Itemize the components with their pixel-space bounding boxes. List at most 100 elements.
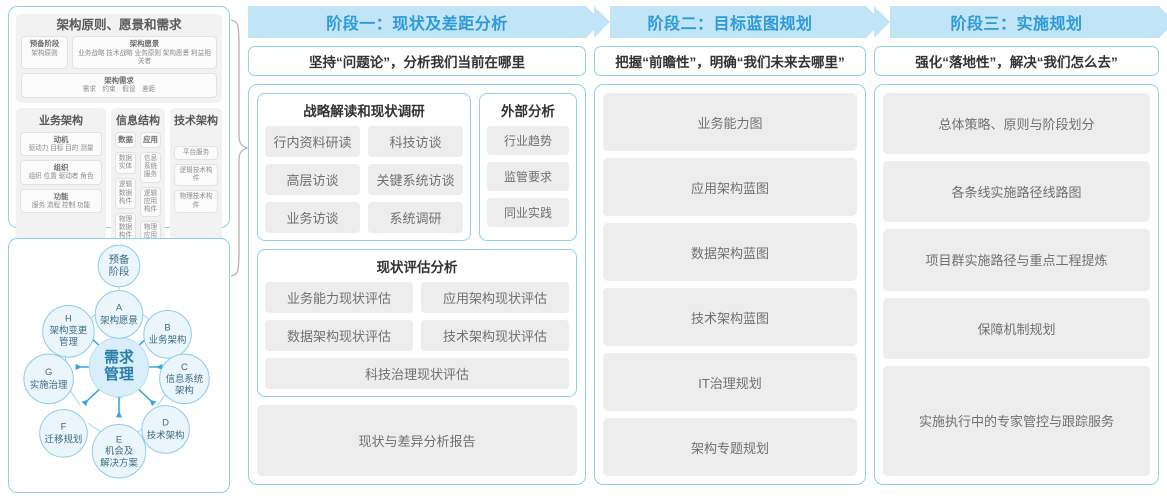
- strategy-survey-title: 战略解读和现状调研: [303, 104, 425, 119]
- pillar-title: 信息结构: [116, 114, 160, 127]
- blueprint-item[interactable]: 应用架构蓝图: [603, 158, 857, 216]
- blueprint-item[interactable]: 业务能力图: [603, 93, 857, 151]
- cell-title: 组织: [53, 163, 69, 173]
- phase-column-1: 阶段一：现状及差距分析 坚持“问题论”，分析我们当前在哪里 战略解读和现状调研 …: [248, 6, 602, 493]
- adm-node-H-label-2: 管理: [59, 336, 78, 347]
- survey-item[interactable]: 关键系统访谈: [368, 164, 463, 195]
- implementation-item[interactable]: 实施执行中的专家管控与跟踪服务: [883, 365, 1150, 477]
- adm-node-E-label-2: 解决方案: [100, 457, 138, 468]
- assessment-title: 现状评估分析: [376, 260, 458, 275]
- phase-1-body: 战略解读和现状调研 行内资料研读 高层访谈 业务访谈 科技访谈 关键系统访谈 系…: [248, 84, 586, 485]
- cell-title: 架构需求: [104, 76, 134, 86]
- cell-items: 需求 约束 假设 差距: [82, 86, 156, 94]
- pillar-title: 技术架构: [174, 114, 218, 127]
- cell-physical-technology-component: 物理技术构件: [174, 190, 218, 213]
- adm-node-G-label: 实施治理: [30, 379, 68, 390]
- survey-item[interactable]: 高层访谈: [265, 164, 360, 195]
- blueprint-item[interactable]: IT治理规划: [603, 353, 857, 411]
- architecture-principles-title: 架构原则、愿景和需求: [56, 18, 182, 32]
- implementation-item[interactable]: 保障机制规划: [883, 297, 1150, 359]
- adm-node-F-label: 迁移规划: [45, 433, 83, 444]
- assessment-item[interactable]: 数据架构现状评估: [265, 320, 413, 351]
- phase-3-body: 总体策略、原则与阶段划分 各条线实施路径线路图 项目群实施路径与重点工程提炼 保…: [874, 84, 1159, 485]
- adm-node-D-key: D: [162, 416, 169, 427]
- phase-3-banner: 阶段三：实施规划: [874, 6, 1167, 38]
- cell-items: 驱动力 目标 目的 测量: [28, 144, 94, 152]
- adm-center-label-1: 需求: [104, 348, 134, 366]
- cell-function: 功能 服务 流程 控制 功能: [20, 188, 102, 214]
- implementation-item[interactable]: 总体策略、原则与阶段划分: [883, 93, 1150, 155]
- cell-application-header: 应用: [140, 131, 161, 148]
- cell-logical-data-component: 逻辑数据构件: [115, 178, 136, 209]
- implementation-item[interactable]: 项目群实施路径与重点工程提炼: [883, 229, 1150, 291]
- cell-title: 预备阶段: [29, 39, 60, 49]
- phase-2-subtitle: 把握“前瞻性”，明确“我们未来去哪里”: [594, 46, 866, 76]
- cell-architecture-requirements: 架构需求 需求 约束 假设 差距: [21, 73, 217, 98]
- cell-title: 应用: [143, 134, 158, 144]
- assessment-item-full[interactable]: 科技治理现状评估: [265, 358, 569, 389]
- external-item[interactable]: 行业趋势: [487, 126, 569, 155]
- adm-node-H-label-1: 架构变更: [50, 324, 88, 335]
- cell-items: 服务 流程 控制 功能: [31, 201, 91, 209]
- cell-organization: 组织 组织 位置 驱动者 角色: [20, 160, 102, 185]
- adm-node-E-key: E: [116, 433, 122, 444]
- pillar-title: 业务架构: [39, 114, 83, 127]
- external-item[interactable]: 监管要求: [487, 162, 569, 191]
- adm-cycle-diagram: 需求 管理 预备 阶段 A 架构愿景 B 业务架构 C 信息系统 架构 D 技术…: [23, 244, 210, 479]
- strategy-survey-box: 战略解读和现状调研 行内资料研读 高层访谈 业务访谈 科技访谈 关键系统访谈 系…: [257, 93, 471, 241]
- adm-preliminary-1: 预备: [109, 253, 130, 266]
- assessment-item[interactable]: 业务能力现状评估: [265, 282, 413, 313]
- implementation-item[interactable]: 各条线实施路径线路图: [883, 161, 1150, 223]
- phase-1-banner: 阶段一：现状及差距分析: [248, 6, 602, 38]
- blueprint-item[interactable]: 技术架构蓝图: [603, 288, 857, 346]
- togaf-framework-card: 架构原则、愿景和需求 预备阶段 架构原则 架构愿景 业务战略 技术战略 业务原则…: [8, 6, 230, 304]
- gap-analysis-report[interactable]: 现状与差异分析报告: [257, 405, 577, 476]
- assessment-item[interactable]: 技术架构现状评估: [421, 320, 569, 351]
- adm-node-B-key: B: [164, 321, 170, 332]
- assessment-item[interactable]: 应用架构现状评估: [421, 282, 569, 313]
- adm-node-D-label: 技术架构: [147, 429, 185, 440]
- phase-3-subtitle: 强化“落地性”，解决“我们怎么去”: [874, 46, 1159, 76]
- external-item[interactable]: 同业实践: [487, 198, 569, 227]
- survey-item[interactable]: 系统调研: [368, 202, 463, 233]
- survey-item[interactable]: 行内资料研读: [265, 126, 360, 157]
- cell-logical-technology-component: 逻辑技术构件: [174, 163, 218, 187]
- adm-node-C-label-2: 架构: [175, 385, 194, 396]
- cell-items: 业务战略 技术战略 业务原则 架构愿景 利益相关者: [78, 49, 211, 65]
- architecture-principles-block: 架构原则、愿景和需求 预备阶段 架构原则 架构愿景 业务战略 技术战略 业务原则…: [16, 14, 222, 103]
- adm-node-H-key: H: [65, 312, 72, 323]
- brace-connector: [230, 19, 249, 277]
- phase-column-2: 阶段二：目标蓝图规划 把握“前瞻性”，明确“我们未来去哪里” 业务能力图 应用架…: [594, 6, 882, 493]
- adm-center-label-2: 管理: [104, 365, 134, 383]
- cell-preliminary-phase: 预备阶段 架构原则: [21, 36, 68, 70]
- cell-data-entity: 数据实体: [115, 151, 136, 175]
- info-column-data: 数据 数据实体 逻辑数据构件 物理数据构件: [115, 131, 136, 252]
- adm-cycle-card: 需求 管理 预备 阶段 A 架构愿景 B 业务架构 C 信息系统 架构 D 技术…: [8, 238, 230, 493]
- cell-logical-application-component: 逻辑应用构件: [140, 186, 161, 218]
- adm-node-E-label-1: 机会及: [105, 445, 134, 456]
- cell-title: 功能: [53, 191, 69, 201]
- adm-node-F-key: F: [61, 420, 67, 431]
- phase-2-banner: 阶段二：目标蓝图规划: [594, 6, 882, 38]
- cell-architecture-vision: 架构愿景 业务战略 技术战略 业务原则 架构愿景 利益相关者: [72, 36, 217, 70]
- blueprint-item[interactable]: 数据架构蓝图: [603, 223, 857, 281]
- current-state-assessment-box: 现状评估分析 业务能力现状评估 应用架构现状评估 数据架构现状评估 技术架构现状…: [257, 249, 577, 397]
- cell-physical-data-component: 物理数据构件: [115, 213, 136, 244]
- info-column-application: 应用 信息系统服务 逻辑应用构件 物理应用构件: [140, 131, 161, 252]
- phase-column-3: 阶段三：实施规划 强化“落地性”，解决“我们怎么去” 总体策略、原则与阶段划分 …: [874, 6, 1167, 493]
- pillar-technology-architecture: 技术架构 平台服务 逻辑技术构件 物理技术构件: [170, 107, 222, 257]
- cell-information-system-service: 信息系统服务: [140, 151, 161, 183]
- survey-item[interactable]: 科技访谈: [368, 126, 463, 157]
- survey-item[interactable]: 业务访谈: [265, 202, 360, 233]
- blueprint-item[interactable]: 架构专题规划: [603, 418, 857, 476]
- external-analysis-box: 外部分析 行业趋势 监管要求 同业实践: [479, 93, 577, 241]
- adm-node-G-key: G: [45, 366, 52, 377]
- cell-items: 组织 位置 驱动者 角色: [28, 173, 94, 181]
- adm-node-B-label: 业务架构: [149, 334, 187, 345]
- adm-node-A-label: 架构愿景: [100, 314, 138, 325]
- phase-1-subtitle: 坚持“问题论”，分析我们当前在哪里: [248, 46, 586, 76]
- left-panel: 架构原则、愿景和需求 预备阶段 架构原则 架构愿景 业务战略 技术战略 业务原则…: [8, 6, 230, 493]
- pillar-business-architecture: 业务架构 动机 驱动力 目标 目的 测量 组织 组织 位置 驱动者 角色 功能 …: [16, 107, 106, 257]
- cell-items: 架构原则: [31, 49, 58, 57]
- external-analysis-title: 外部分析: [501, 104, 555, 119]
